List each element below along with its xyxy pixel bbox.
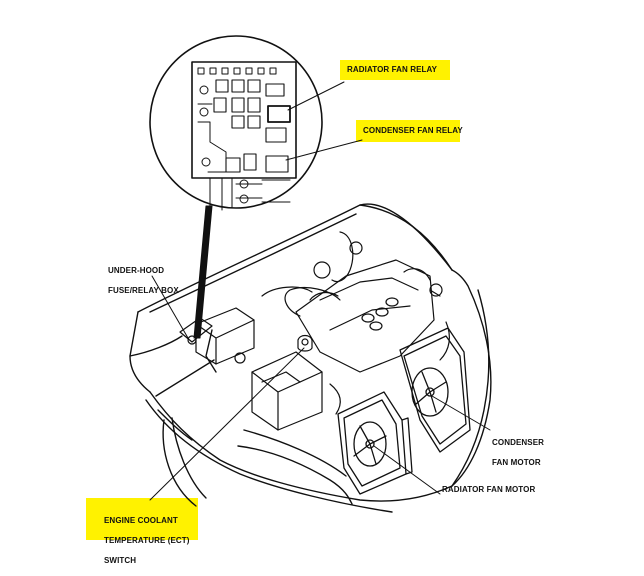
label-condenser-fan-motor: CONDENSER FAN MOTOR [492, 428, 544, 478]
highlight-ect-switch [86, 498, 198, 540]
leader-radiator-fan-relay [287, 81, 345, 111]
label-ect-switch: ENGINE COOLANT TEMPERATURE (ECT) SWITCH [104, 506, 190, 576]
highlight-radiator-fan-relay [340, 60, 450, 80]
engine-bay-diagram: RADIATOR FAN RELAY CONDENSER FAN RELAY U… [86, 35, 544, 565]
car-body [129, 203, 492, 513]
highlight-condenser-fan-relay [356, 120, 460, 142]
leader-condenser-fan-relay [285, 139, 363, 161]
label-fuse-box-line-1: UNDER-HOOD [108, 266, 165, 275]
leader-fuse-box [151, 275, 189, 339]
radiator-fan-assembly [337, 391, 413, 495]
label-radiator-fan-relay: RADIATOR FAN RELAY [347, 65, 438, 74]
label-fuse-box: UNDER-HOOD FUSE/RELAY BOX [108, 256, 179, 306]
label-radiator-fan-motor: RADIATOR FAN MOTOR [442, 485, 536, 494]
fuse-box-magnified-view [149, 35, 323, 211]
line-drawing [129, 35, 492, 513]
label-ect-switch-line-3: SWITCH [104, 556, 137, 565]
leader-ect-switch [149, 347, 305, 501]
label-condenser-fan-relay: CONDENSER FAN RELAY [363, 126, 463, 135]
label-ect-switch-line-1: ENGINE COOLANT [104, 516, 178, 525]
label-condenser-fan-motor-line-2: FAN MOTOR [492, 458, 541, 467]
label-condenser-fan-motor-line-1: CONDENSER [492, 438, 545, 447]
label-fuse-box-line-2: FUSE/RELAY BOX [108, 286, 179, 295]
leader-condenser-fan-motor [431, 395, 491, 431]
engine-components [179, 231, 450, 431]
condenser-fan-assembly [399, 327, 471, 453]
label-ect-switch-line-2: TEMPERATURE (ECT) [104, 536, 190, 545]
leader-radiator-fan-motor [373, 445, 441, 495]
magnifier-connector [193, 205, 213, 339]
